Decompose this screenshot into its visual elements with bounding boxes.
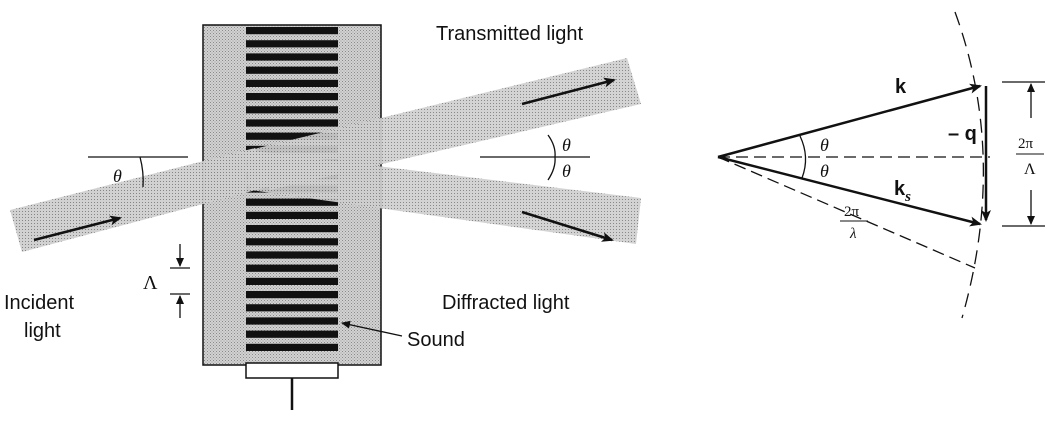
ks-label: ks [894, 178, 911, 205]
incident-beam [10, 148, 271, 252]
transmitted-light-label: Transmitted light [436, 23, 584, 45]
grating-bar [246, 238, 338, 246]
transmitted-theta-label: θ [562, 135, 571, 155]
incident-angle-arc [139, 156, 144, 188]
grating-bar [246, 251, 338, 259]
grating-bar [246, 27, 338, 35]
two-pi-over-capital-lambda-denominator: Λ [1024, 161, 1036, 178]
k-vector [717, 83, 982, 159]
radius-line [717, 156, 976, 269]
transmitted-angle-arc [547, 134, 556, 158]
transmitted-beam [250, 58, 641, 190]
grating-bar [246, 53, 338, 61]
diffracted-beam [245, 150, 641, 244]
transducer [245, 362, 339, 379]
incident-theta-label: θ [113, 166, 122, 186]
grating-bar [246, 317, 338, 325]
incident-arrow [33, 215, 122, 242]
grating-bar [246, 304, 338, 312]
wave-vector-diagram: θ θ k ks – q 2π λ 2π Λ [717, 11, 1045, 319]
grating-bar [246, 291, 338, 299]
grating-bar [246, 277, 338, 285]
grating-bar [246, 330, 338, 338]
acousto-optic-cell-diagram: θ θ θ Λ Transmitted light Diffracted lig… [4, 23, 641, 410]
two-pi-over-lambda-denominator: λ [849, 226, 857, 242]
grating-bar [246, 66, 338, 74]
grating-bar [246, 106, 338, 114]
ks-vector [717, 155, 982, 227]
sound-label: Sound [407, 329, 465, 351]
incident-light-label-line1: Incident [4, 292, 74, 314]
diffracted-light-label: Diffracted light [442, 292, 570, 314]
diffracted-angle-arc [547, 156, 556, 181]
theta-top-label: θ [820, 135, 829, 155]
sound-pointer-arrow [341, 320, 403, 337]
incident-light-label-line2: light [24, 320, 61, 342]
grating-bar [246, 264, 338, 272]
grating-bar [246, 132, 338, 140]
k-circle-arc [954, 11, 984, 319]
k-label: k [895, 76, 907, 98]
sound-wavelength-label: Λ [143, 272, 158, 294]
two-pi-over-capital-lambda-numerator: 2π [1018, 136, 1034, 152]
grating-bar [246, 211, 338, 219]
two-pi-over-lambda-numerator: 2π [844, 204, 860, 220]
theta-bottom-label: θ [820, 161, 829, 181]
grating-bar [246, 40, 338, 48]
diffracted-arrow [521, 210, 614, 242]
grating-bar [246, 79, 338, 87]
minus-q-label: – q [948, 123, 977, 145]
scattering-angle-arc [799, 135, 807, 179]
grating-bar [246, 119, 338, 127]
transmitted-arrow [521, 77, 616, 106]
grating-bar [246, 225, 338, 233]
diffracted-theta-label: θ [562, 161, 571, 181]
grating-bar [246, 93, 338, 101]
grating-bar [246, 343, 338, 351]
grating-bar [246, 198, 338, 206]
